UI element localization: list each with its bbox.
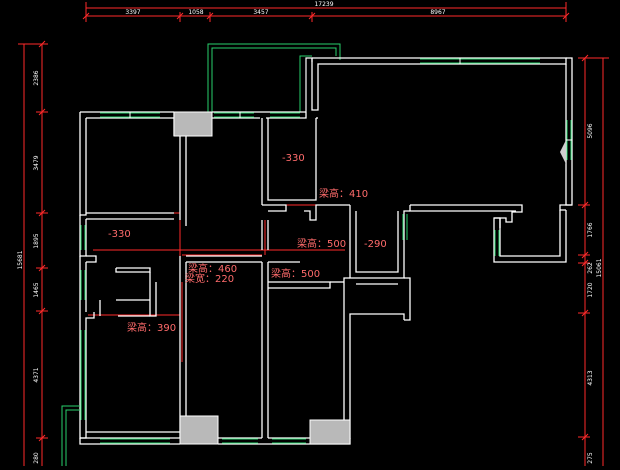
dim-left-seg: 4371 (33, 367, 40, 382)
columns (173, 111, 351, 445)
balcony-wall (305, 57, 313, 112)
dim-right-seg: 275 (587, 452, 594, 464)
dim-left-seg: 1895 (33, 233, 40, 248)
annotation-beam-height: 梁高：500 (297, 237, 346, 250)
annotation-level: -290 (364, 239, 387, 250)
beam-annotations: -330 梁高：410 -330 梁高：500 -290 梁高：460 梁宽：2… (108, 153, 387, 334)
dim-right-seg: 1766 (587, 222, 594, 237)
dim-top-seg: 8967 (430, 9, 445, 16)
dim-right-seg: 262 (587, 262, 594, 274)
opening-marker (560, 140, 566, 164)
annotation-beam-height: 梁高：500 (271, 267, 320, 280)
annotation-level: -330 (282, 153, 305, 164)
annotation-level: -330 (108, 229, 131, 240)
walls (79, 57, 573, 445)
dimension-lines (18, 2, 609, 466)
dim-right-seg: 4313 (587, 370, 594, 385)
dim-left-seg: 280 (33, 452, 40, 464)
dim-right-total: 15061 (596, 258, 603, 277)
dim-top-seg: 1058 (188, 9, 203, 16)
annotation-beam-height: 梁高：460 (188, 262, 237, 275)
dim-top-total: 17239 (314, 1, 333, 8)
dim-right-seg: 5096 (587, 123, 594, 138)
balcony-outline (207, 43, 341, 112)
dim-top-seg: 3457 (253, 9, 268, 16)
window-sash-ticks (129, 58, 572, 141)
dimension-labels: 17239 3397 1058 3457 8967 15681 2386 347… (17, 1, 603, 464)
dim-right-seg: 1720 (587, 282, 594, 297)
annotation-beam-height: 梁高：390 (127, 321, 176, 334)
dim-left-seg: 3479 (33, 155, 40, 170)
dim-top-seg: 3397 (125, 9, 140, 16)
dim-left-total: 15681 (17, 250, 24, 269)
annotation-beam-height: 梁高：410 (319, 187, 368, 200)
dim-left-seg: 2386 (33, 70, 40, 85)
dim-left-seg: 1465 (33, 282, 40, 297)
annotation-beam-width: 梁宽：220 (185, 272, 234, 285)
